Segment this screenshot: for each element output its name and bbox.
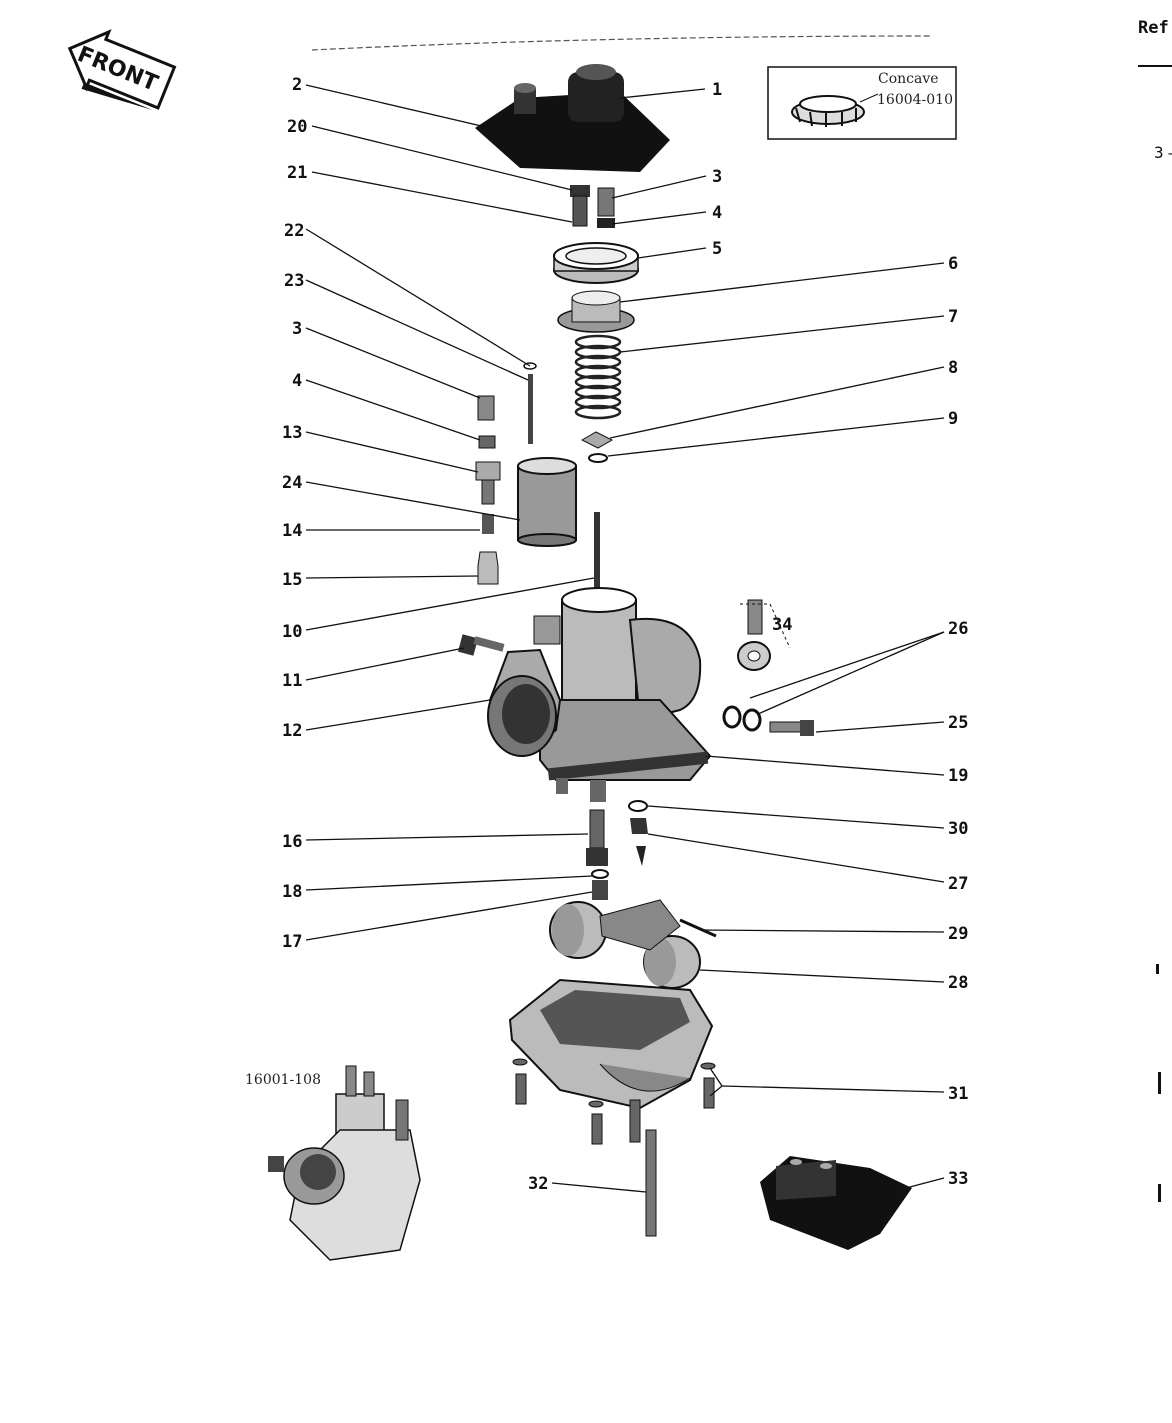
callout-13: 13 (282, 423, 302, 443)
part-needle-clip (580, 431, 614, 463)
callout-27: 27 (948, 874, 968, 894)
part-float (549, 899, 717, 989)
callout-6: 6 (948, 254, 958, 274)
leader-lines (305, 84, 945, 1193)
ref-header: Ref (1138, 18, 1169, 38)
callout-30: 30 (948, 819, 968, 839)
callout-31: 31 (948, 1084, 968, 1104)
callout-20: 20 (287, 117, 307, 137)
part-float-bowl (508, 978, 714, 1110)
callout-1: 1 (712, 80, 722, 100)
callout-26: 26 (948, 619, 968, 639)
callout-15: 15 (282, 570, 302, 590)
callout-17: 17 (282, 932, 302, 952)
part-assembled-carburetor: 16001-108 (245, 1065, 421, 1261)
callout-3: 3 (712, 167, 722, 187)
callout-16: 16 (282, 832, 302, 852)
inset-concave: Concave 16004-010 (767, 66, 957, 140)
callout-5: 5 (712, 239, 722, 259)
ref-side-number: 3 (1154, 143, 1164, 162)
part-banjo-washers (722, 705, 762, 732)
callout-34: 34 (772, 615, 792, 635)
part-top-cover (475, 64, 670, 172)
part-banjo-bolt (769, 720, 814, 736)
assembly-part-number: 16001-108 (245, 1072, 321, 1088)
callout-33: 33 (948, 1169, 968, 1189)
callout-12: 12 (282, 721, 302, 741)
part-float-valve (628, 800, 648, 866)
part-main-jet (586, 809, 609, 900)
part-overflow-tube (645, 1129, 657, 1237)
part-needle-jet (594, 512, 600, 604)
callout-32: 32 (528, 1174, 548, 1194)
part-ring-nut (553, 242, 639, 284)
part-clamp-bolt (457, 634, 505, 656)
part-bowl-screws (512, 1058, 716, 1145)
part-adjuster-left (477, 395, 496, 449)
callout-19: 19 (948, 766, 968, 786)
inset-part-number: 16004-010 (877, 92, 953, 108)
callout-21: 21 (287, 163, 307, 183)
part-spring (574, 334, 622, 420)
top-guide-line (311, 35, 931, 51)
part-throttle-valve (517, 457, 577, 547)
callout-9: 9 (948, 409, 958, 429)
callout-25: 25 (948, 713, 968, 733)
part-jet-needle (523, 362, 537, 444)
callout-11: 11 (282, 671, 302, 691)
callout-28: 28 (948, 973, 968, 993)
part-air-screw (475, 461, 501, 585)
callout-numbers: 1 2 20 3 21 4 22 5 6 23 7 3 8 4 9 13 24 … (282, 75, 968, 1194)
callout-10: 10 (282, 622, 302, 642)
callout-8: 8 (948, 358, 958, 378)
front-arrow: FRONT (67, 29, 177, 111)
callout-18: 18 (282, 882, 302, 902)
callout-2: 2 (292, 75, 302, 95)
callout-29: 29 (948, 924, 968, 944)
callout-14: 14 (282, 521, 302, 541)
inset-title: Concave (878, 71, 939, 87)
part-cable-adjuster (597, 187, 615, 228)
callout-4: 4 (712, 203, 722, 223)
part-banjo-fitting (737, 599, 791, 671)
callout-3b: 3 (292, 319, 302, 339)
callout-7: 7 (948, 307, 958, 327)
callout-23: 23 (284, 271, 304, 291)
part-bowl-cover (760, 1156, 912, 1250)
callout-4b: 4 (292, 371, 302, 391)
part-adjuster-screw (570, 185, 590, 227)
ref-side-dash: - (1166, 146, 1172, 162)
part-carburetor-body (487, 587, 712, 802)
callout-24: 24 (282, 473, 302, 493)
margin-marks (1156, 964, 1161, 1202)
callout-22: 22 (284, 221, 304, 241)
part-throttle-cap (557, 290, 635, 333)
